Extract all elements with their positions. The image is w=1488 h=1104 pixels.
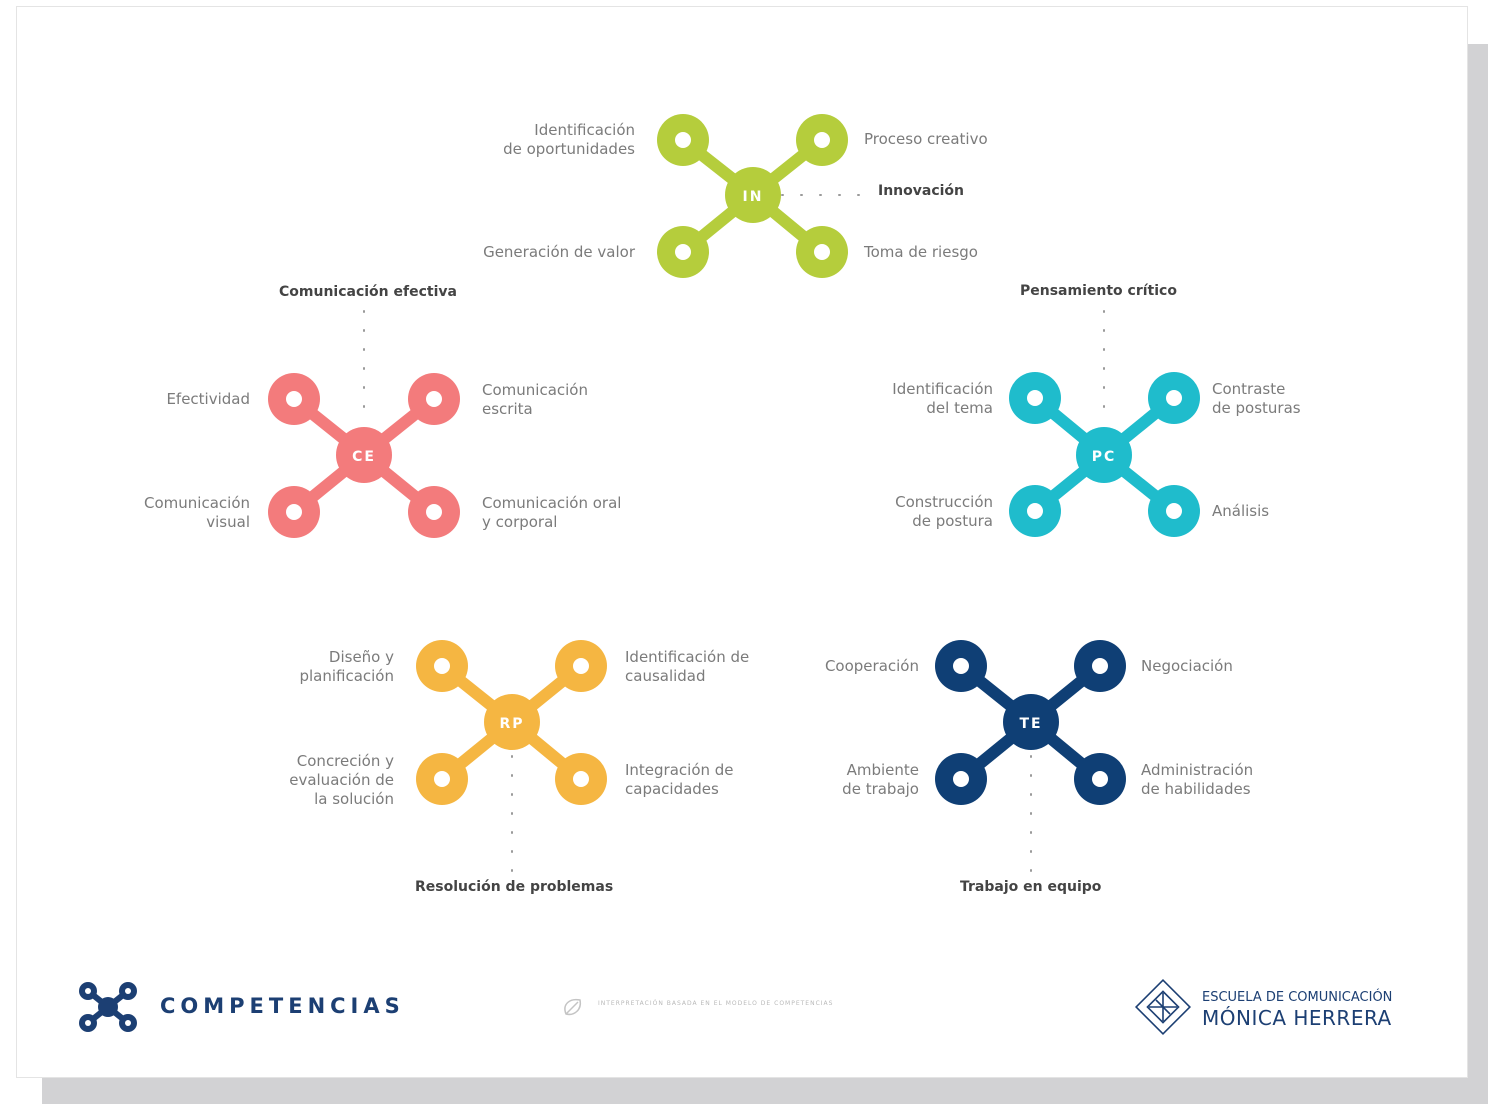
node-pc-bl-hole [1027,503,1043,519]
hub-te-abbr: TE [1019,716,1042,732]
node-ce-br-hole [426,504,442,520]
node-te-bl-hole [953,771,969,787]
school-name-line1: ESCUELA DE COMUNICACIÓN [1202,990,1393,1005]
leaf-icon [564,998,582,1016]
brand-title: COMPETENCIAS [160,994,405,1018]
node-in-br-hole [814,244,830,260]
node-te-tr-hole [1092,658,1108,674]
cluster-ce: CE [268,373,460,538]
competencias-logo-icon [79,982,137,1032]
node-in-tr-hole [814,132,830,148]
node-rp-tr-hole [573,658,589,674]
school-name-line2: MÓNICA HERRERA [1202,1006,1392,1030]
node-rp-br-hole [573,771,589,787]
cluster-rp: RP [416,640,607,805]
node-ce-bl-hole [286,504,302,520]
hub-in-abbr: IN [743,189,764,205]
hub-pc [1076,427,1132,483]
cluster-pc: PC [1009,372,1200,537]
footer-note: INTERPRETACIÓN BASADA EN EL MODELO DE CO… [598,1000,834,1007]
school-logo-icon [1134,978,1192,1036]
pc-label-bottom-right: Análisis [1212,502,1270,520]
cluster-te: TE [935,640,1126,805]
page-shadow-right [1468,44,1488,1104]
node-ce-tl-hole [286,391,302,407]
node-pc-tl-hole [1027,390,1043,406]
hub-ce [336,427,392,483]
node-rp-bl-hole [434,771,450,787]
node-te-tl-hole [953,658,969,674]
te-label-top-left: Cooperación [824,657,919,675]
in-title: Innovación [878,183,965,199]
hub-te [1003,694,1059,750]
ce-title: Comunicación efectiva [279,284,457,300]
hub-in [725,167,781,223]
rp-title: Resolución de problemas [415,879,614,895]
ce-label-top-left: Efectividad [166,390,250,408]
hub-rp-abbr: RP [499,716,524,732]
in-label-bottom-left: Generación de valor [483,243,635,261]
pc-title: Pensamiento crítico [1020,283,1177,299]
node-ce-tr-hole [426,391,442,407]
hub-rp [484,694,540,750]
node-pc-tr-hole [1166,390,1182,406]
node-pc-br-hole [1166,503,1182,519]
node-in-tl-hole [675,132,691,148]
node-in-bl-hole [675,244,691,260]
te-title: Trabajo en equipo [960,879,1102,895]
hub-pc-abbr: PC [1092,449,1117,465]
node-rp-tl-hole [434,658,450,674]
hub-ce-abbr: CE [352,449,376,465]
te-label-top-right: Negociación [1141,657,1233,675]
cluster-in: IN [657,114,848,278]
in-label-top-right: Proceso creativo [864,130,988,148]
node-te-br-hole [1092,771,1108,787]
in-label-bottom-right: Toma de riesgo [864,243,978,261]
page-shadow-bottom [42,1078,1488,1104]
